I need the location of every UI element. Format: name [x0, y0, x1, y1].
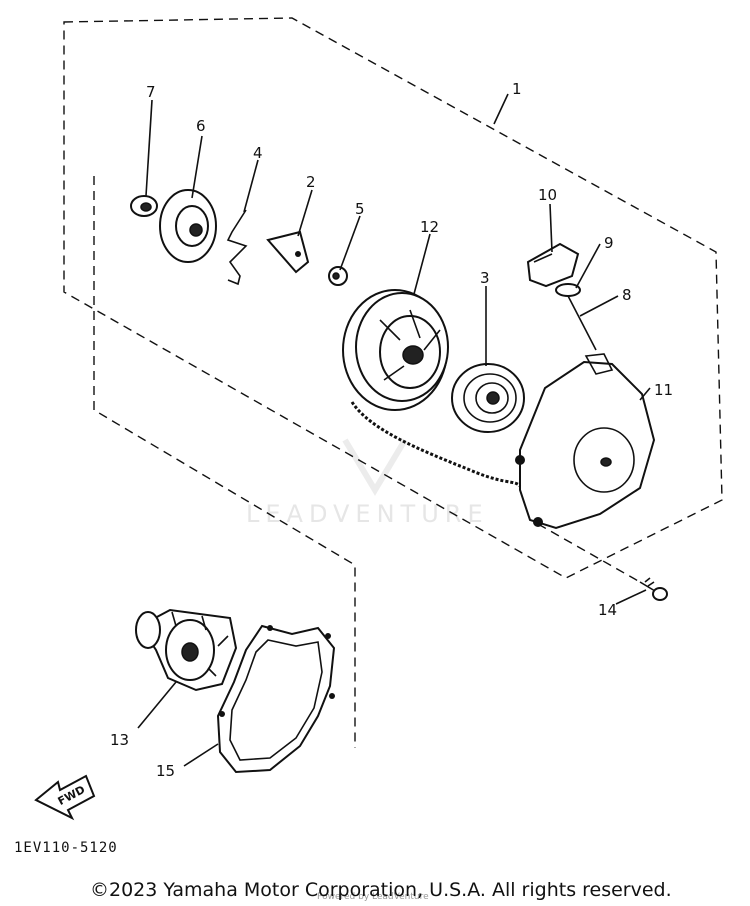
callout-10[interactable]: 10	[538, 186, 557, 204]
callout-14[interactable]: 14	[598, 601, 617, 619]
part-13-drive-hub[interactable]	[135, 608, 238, 692]
part-5-spring[interactable]	[328, 266, 348, 286]
forward-direction-arrow: FWD	[34, 774, 96, 821]
callout-7[interactable]: 7	[146, 83, 156, 101]
callout-5[interactable]: 5	[355, 200, 365, 218]
part-15-gasket[interactable]	[216, 624, 336, 774]
part-2-pawl-hole	[295, 251, 301, 257]
callout-13[interactable]: 13	[110, 731, 129, 749]
starter-rope	[350, 401, 522, 488]
watermark-brand: LEADVENTURE	[246, 500, 489, 528]
part-4-spring-clip[interactable]	[226, 209, 248, 286]
callout-8[interactable]: 8	[622, 286, 632, 304]
callout-9[interactable]: 9	[604, 234, 614, 252]
callout-1[interactable]: 1	[512, 80, 522, 98]
part-2-pawl[interactable]	[266, 230, 310, 274]
callout-12[interactable]: 12	[420, 218, 439, 236]
leader-lines	[137, 93, 651, 767]
callout-3[interactable]: 3	[480, 269, 490, 287]
part-9-handle-seal[interactable]	[555, 283, 581, 297]
callout-2[interactable]: 2	[306, 173, 316, 191]
part-12-pulley[interactable]	[342, 289, 449, 411]
callout-6[interactable]: 6	[196, 117, 206, 135]
diagram-code: 1EV110-5120	[14, 840, 118, 856]
callout-4[interactable]: 4	[253, 144, 263, 162]
part-10-handle[interactable]	[526, 242, 580, 288]
part-7-nut[interactable]	[130, 195, 158, 217]
part-11-starter-case[interactable]	[515, 353, 656, 530]
callout-15[interactable]: 15	[156, 762, 175, 780]
callout-11[interactable]: 11	[654, 381, 673, 399]
callouts: 1 2 3 4 5 6 7 8 9 10 11 12 13 14 15	[110, 80, 673, 780]
watermark-subtext: Powered by LeadVenture	[317, 892, 429, 902]
part-14-bolt[interactable]	[639, 577, 668, 601]
part-6-drive-plate[interactable]	[159, 189, 217, 263]
part-3-recoil-spring[interactable]	[451, 363, 525, 433]
assembly-outline	[63, 17, 723, 579]
part-8-rope-guide[interactable]	[565, 291, 597, 351]
copyright-notice: ©2023 Yamaha Motor Corporation, U.S.A. A…	[90, 879, 672, 901]
